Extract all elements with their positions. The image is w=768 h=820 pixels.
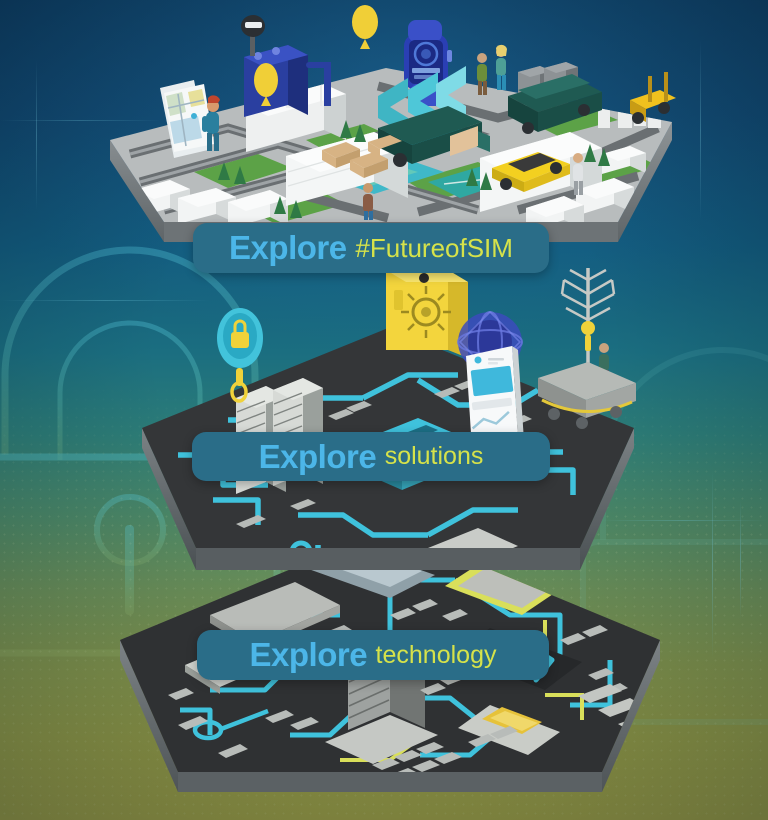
background-light-streak: [0, 120, 160, 121]
citizen-avatar-icon: [496, 44, 507, 90]
map-screen-icon: [160, 80, 214, 158]
city-layer-props: [160, 5, 676, 220]
badge-main-label: Explore: [229, 229, 347, 266]
badge-sub-label: #FutureofSIM: [355, 232, 513, 263]
badge-main-label: Explore: [258, 437, 377, 475]
solutions-layer-props: [217, 268, 636, 449]
badge-main-label: Explore: [249, 636, 368, 673]
yellow-sports-car-icon: [492, 152, 570, 192]
citizen-avatar-icon: [477, 53, 487, 95]
background-light-streak: [0, 300, 210, 301]
background-vertical-line: [36, 60, 37, 210]
citizen-avatar-icon: [573, 153, 583, 195]
network-cell-tower-icon: [560, 268, 616, 380]
explore-solutions-badge[interactable]: Explore solutions: [192, 432, 550, 481]
forklift-icon: [630, 72, 676, 124]
explore-futureofsim-badge[interactable]: Explore #FutureofSIM: [193, 223, 549, 273]
delivery-truck-icon: [378, 106, 490, 167]
padlock-badge-icon: [217, 308, 263, 403]
cpu-die-gold-icon: [445, 560, 562, 615]
delivery-truck-icon: [508, 74, 602, 134]
vault-safe-icon: [386, 270, 468, 358]
pallet-stack-icon: [322, 135, 402, 178]
base-station-unit-icon: [538, 362, 636, 429]
background-vertical-line: [740, 500, 741, 620]
citizen-avatar-icon: [363, 183, 373, 220]
street-sensor-icon: [241, 15, 265, 56]
explore-technology-badge[interactable]: Explore technology: [197, 630, 549, 680]
resistor-grid: [372, 742, 462, 772]
balloon-marker-icon: [254, 63, 278, 106]
pedestrian-avatar-icon: [202, 95, 220, 151]
smartphone-dashboard-icon: [466, 346, 524, 449]
badge-sub-label: technology: [375, 640, 497, 669]
background-vertical-line: [700, 40, 701, 220]
background-light-streak: [600, 520, 768, 521]
key-icon: [192, 708, 269, 741]
background-vertical-line: [712, 470, 713, 660]
badge-sub-label: solutions: [384, 442, 484, 470]
trackpad-module-icon: [418, 528, 518, 548]
balloon-marker-icon: [352, 5, 378, 49]
